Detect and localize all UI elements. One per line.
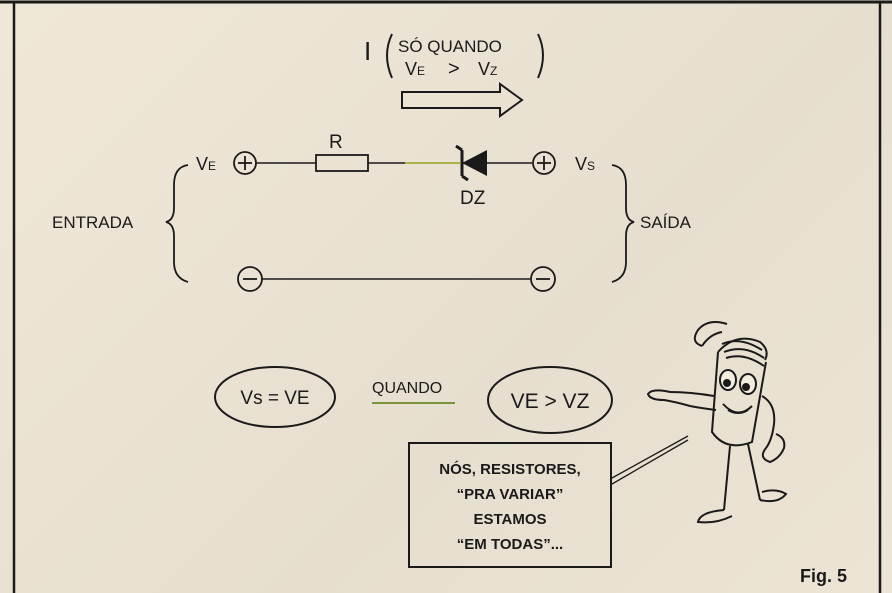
speech-line: NÓS, RESISTORES, (439, 460, 580, 478)
equation-right: VE > VZ (511, 390, 590, 413)
condition-bracket-right (537, 33, 544, 79)
resistor-mascot-illustration (646, 321, 788, 524)
zener-diode (455, 144, 487, 182)
speech-line: “PRA VARIAR” (457, 486, 564, 503)
input-brace (165, 164, 189, 283)
vout-label: VS (575, 154, 595, 174)
speech-box (408, 442, 612, 568)
equation-right-ellipse (487, 366, 613, 434)
condition-line-2: VE > VZ (405, 58, 497, 80)
equation-left: Vs = VE (240, 388, 309, 409)
input-minus-terminal (237, 266, 263, 292)
output-plus-terminal (532, 151, 556, 175)
diode-label: DZ (460, 188, 486, 209)
speech-line: ESTAMOS (473, 511, 546, 528)
current-symbol: I (364, 36, 371, 66)
equation-connector: QUANDO (372, 380, 442, 397)
condition-line-1: SÓ QUANDO (398, 37, 502, 56)
input-label: ENTRADA (52, 213, 134, 232)
equation-left-ellipse (214, 366, 336, 428)
output-brace (611, 164, 635, 283)
current-direction-arrow (401, 82, 524, 118)
speech-pointer (611, 435, 689, 479)
output-label: SAÍDA (640, 213, 692, 232)
svg-text:VZ: VZ (478, 59, 497, 79)
svg-text:VE: VE (405, 59, 425, 79)
svg-text:>: > (448, 58, 460, 80)
vin-label: VE (196, 154, 216, 174)
figure-label: Fig. 5 (800, 566, 847, 586)
condition-bracket-left (386, 33, 393, 79)
resistor (315, 154, 369, 172)
speech-line: “EM TODAS”... (457, 536, 563, 553)
input-plus-terminal (233, 151, 257, 175)
resistor-label: R (329, 132, 343, 153)
output-minus-terminal (530, 266, 556, 292)
speech-box-text: NÓS, RESISTORES, “PRA VARIAR” ESTAMOS “E… (439, 460, 580, 553)
